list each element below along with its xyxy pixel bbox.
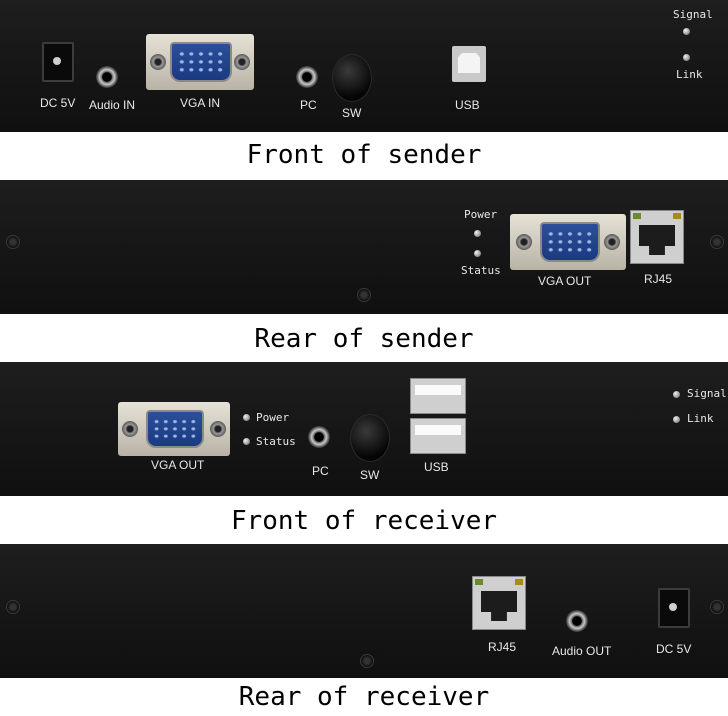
rj45-port: [472, 576, 526, 630]
pc-jack: [308, 426, 330, 448]
rj45-label: RJ45: [644, 272, 673, 286]
caption-rear-sender: Rear of sender: [254, 324, 474, 354]
link-led: [683, 54, 690, 61]
power-label: Power: [464, 208, 498, 221]
sw-label: SW: [342, 106, 362, 120]
sw-label: SW: [360, 468, 380, 482]
status-led: [474, 250, 481, 257]
link-label: Link: [676, 68, 703, 81]
sender-front-panel: DC 5V Audio IN VGA IN PC SW USB Signal L…: [0, 0, 728, 132]
vga-out-port: [510, 214, 626, 270]
power-led: [474, 230, 481, 237]
sw-button: [350, 414, 390, 462]
sw-button: [332, 54, 372, 102]
vga-in-label: VGA IN: [180, 96, 221, 110]
dc-label: DC 5V: [40, 96, 76, 110]
bottom-screw: [357, 288, 371, 302]
usb-label: USB: [424, 460, 449, 474]
usb-a-port-top: [410, 378, 466, 414]
status-label: Status: [461, 264, 501, 277]
rj45-label: RJ45: [488, 640, 517, 654]
link-label: Link: [687, 412, 714, 425]
left-screw: [6, 235, 20, 249]
rj45-port: [630, 210, 684, 264]
caption-front-sender: Front of sender: [246, 140, 482, 170]
signal-label: Signal: [673, 8, 713, 21]
right-screw: [710, 600, 724, 614]
receiver-front-panel: VGA OUT Power Status PC SW USB Signal Li…: [0, 362, 728, 496]
bottom-screw: [360, 654, 374, 668]
power-led: [243, 414, 250, 421]
pc-label: PC: [300, 98, 317, 112]
signal-led: [683, 28, 690, 35]
status-label: Status: [256, 435, 296, 448]
dc-power-jack: [658, 588, 690, 628]
audio-in-jack: [96, 66, 118, 88]
vga-out-port: [118, 402, 230, 456]
dc-power-jack: [42, 42, 74, 82]
signal-led: [673, 391, 680, 398]
caption-rear-receiver: Rear of receiver: [238, 682, 490, 712]
usb-label: USB: [455, 98, 480, 112]
audio-out-jack: [566, 610, 588, 632]
usb-a-port-bottom: [410, 418, 466, 454]
vga-out-label: VGA OUT: [151, 458, 205, 472]
audio-in-label: Audio IN: [89, 98, 136, 112]
left-screw: [6, 600, 20, 614]
pc-jack: [296, 66, 318, 88]
link-led: [673, 416, 680, 423]
right-screw: [710, 235, 724, 249]
dc-label: DC 5V: [656, 642, 692, 656]
power-label: Power: [256, 411, 290, 424]
signal-label: Signal: [687, 387, 727, 400]
caption-front-receiver: Front of receiver: [230, 506, 498, 536]
usb-b-port: [452, 46, 486, 82]
sender-rear-panel: Power Status VGA OUT RJ45: [0, 180, 728, 314]
receiver-rear-panel: RJ45 Audio OUT DC 5V: [0, 544, 728, 678]
audio-out-label: Audio OUT: [552, 644, 612, 658]
vga-in-port: [146, 34, 254, 90]
vga-out-label: VGA OUT: [538, 274, 592, 288]
pc-label: PC: [312, 464, 329, 478]
status-led: [243, 438, 250, 445]
